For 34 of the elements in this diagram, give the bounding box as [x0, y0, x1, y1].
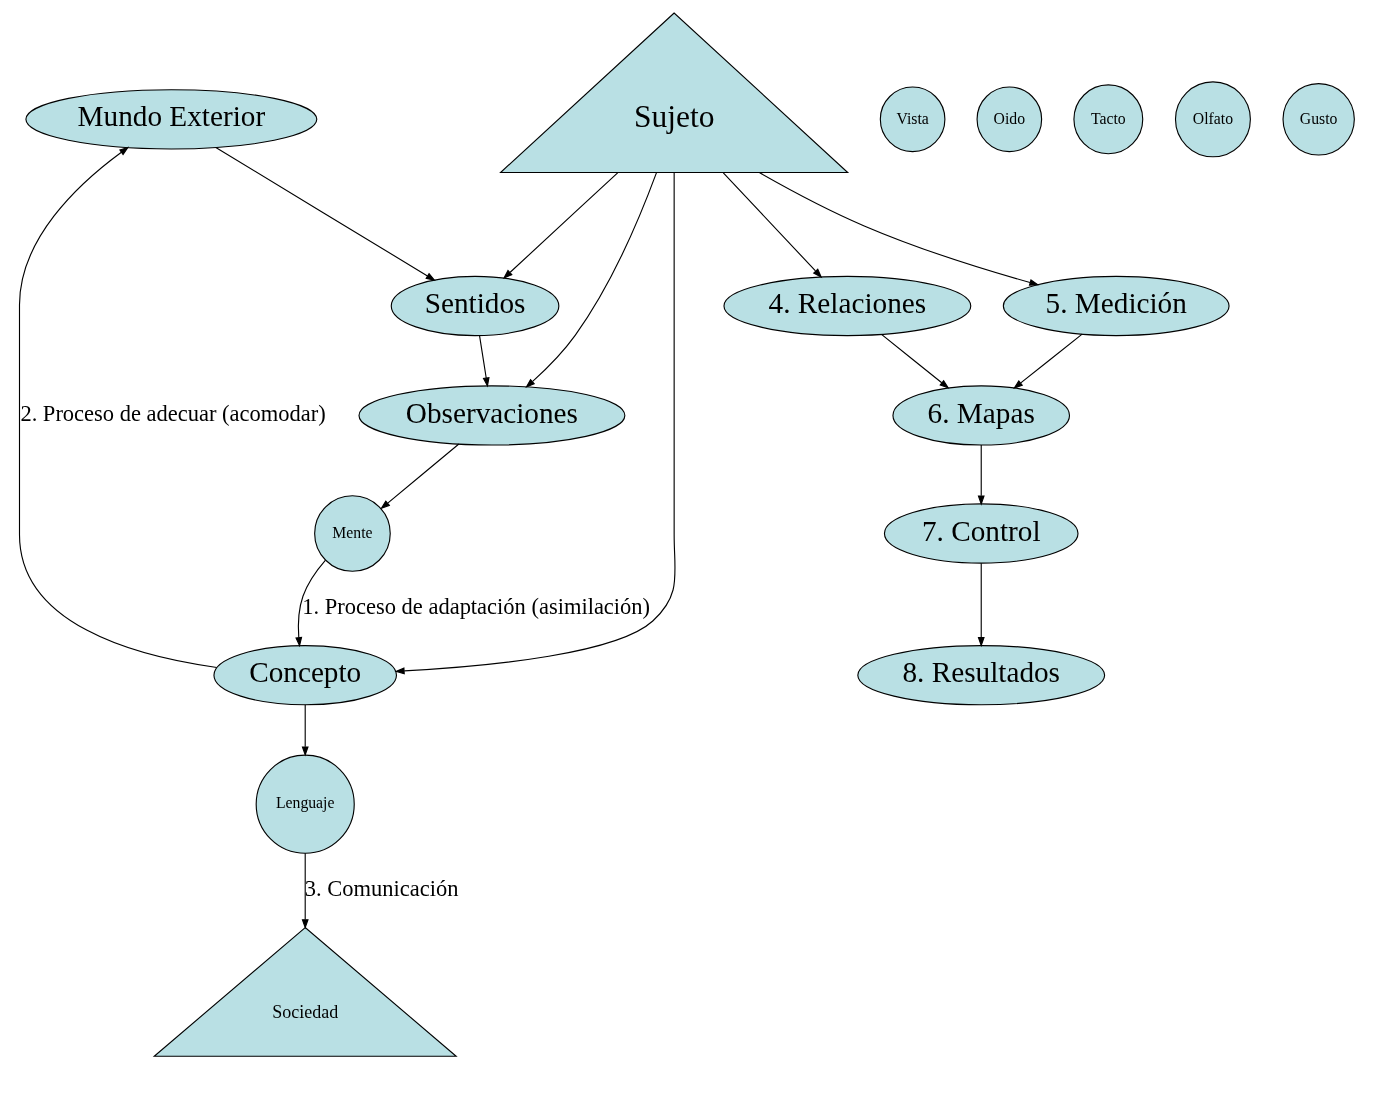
node-circle: Oido [976, 86, 1043, 153]
node-ellipse: 5. Medición [1002, 275, 1230, 337]
arrow [380, 443, 460, 510]
arrow [479, 335, 490, 388]
node-ellipse: Mundo Exterior [25, 89, 318, 150]
arrow [301, 852, 309, 930]
arrow [502, 172, 619, 280]
edge-label: 1. Proceso de adaptación (asimilación) [302, 594, 651, 620]
arrow [1013, 333, 1083, 390]
node-circle: Gusto [1282, 83, 1355, 156]
node-ellipse: 7. Control [883, 503, 1079, 564]
arrow [977, 562, 985, 648]
arrow [394, 171, 676, 675]
node-ellipse: Observaciones [358, 385, 626, 446]
node-circle: Vista [879, 86, 946, 153]
arrow [722, 172, 823, 279]
edge-label: 2. Proceso de adecuar (acomodar) [20, 401, 326, 427]
arrow [295, 559, 326, 648]
node-ellipse: 8. Resultados [857, 645, 1106, 706]
arrow [880, 333, 950, 389]
node-ellipse: Concepto [213, 645, 397, 706]
arrow [525, 172, 657, 388]
arrow [758, 172, 1040, 286]
node-ellipse: 6. Mapas [892, 385, 1071, 446]
node-ellipse: 4. Relaciones [723, 275, 972, 337]
node-circle: Tacto [1073, 84, 1144, 155]
node-ellipse: Sentidos [390, 275, 560, 337]
arrow [215, 146, 436, 281]
arrow [18, 146, 218, 669]
edge-label: 3. Comunicación [304, 875, 459, 901]
node-circle: Olfato [1174, 81, 1251, 158]
arrow [301, 704, 309, 757]
node-circle: Lenguaje [255, 754, 355, 854]
arrow [977, 444, 985, 506]
